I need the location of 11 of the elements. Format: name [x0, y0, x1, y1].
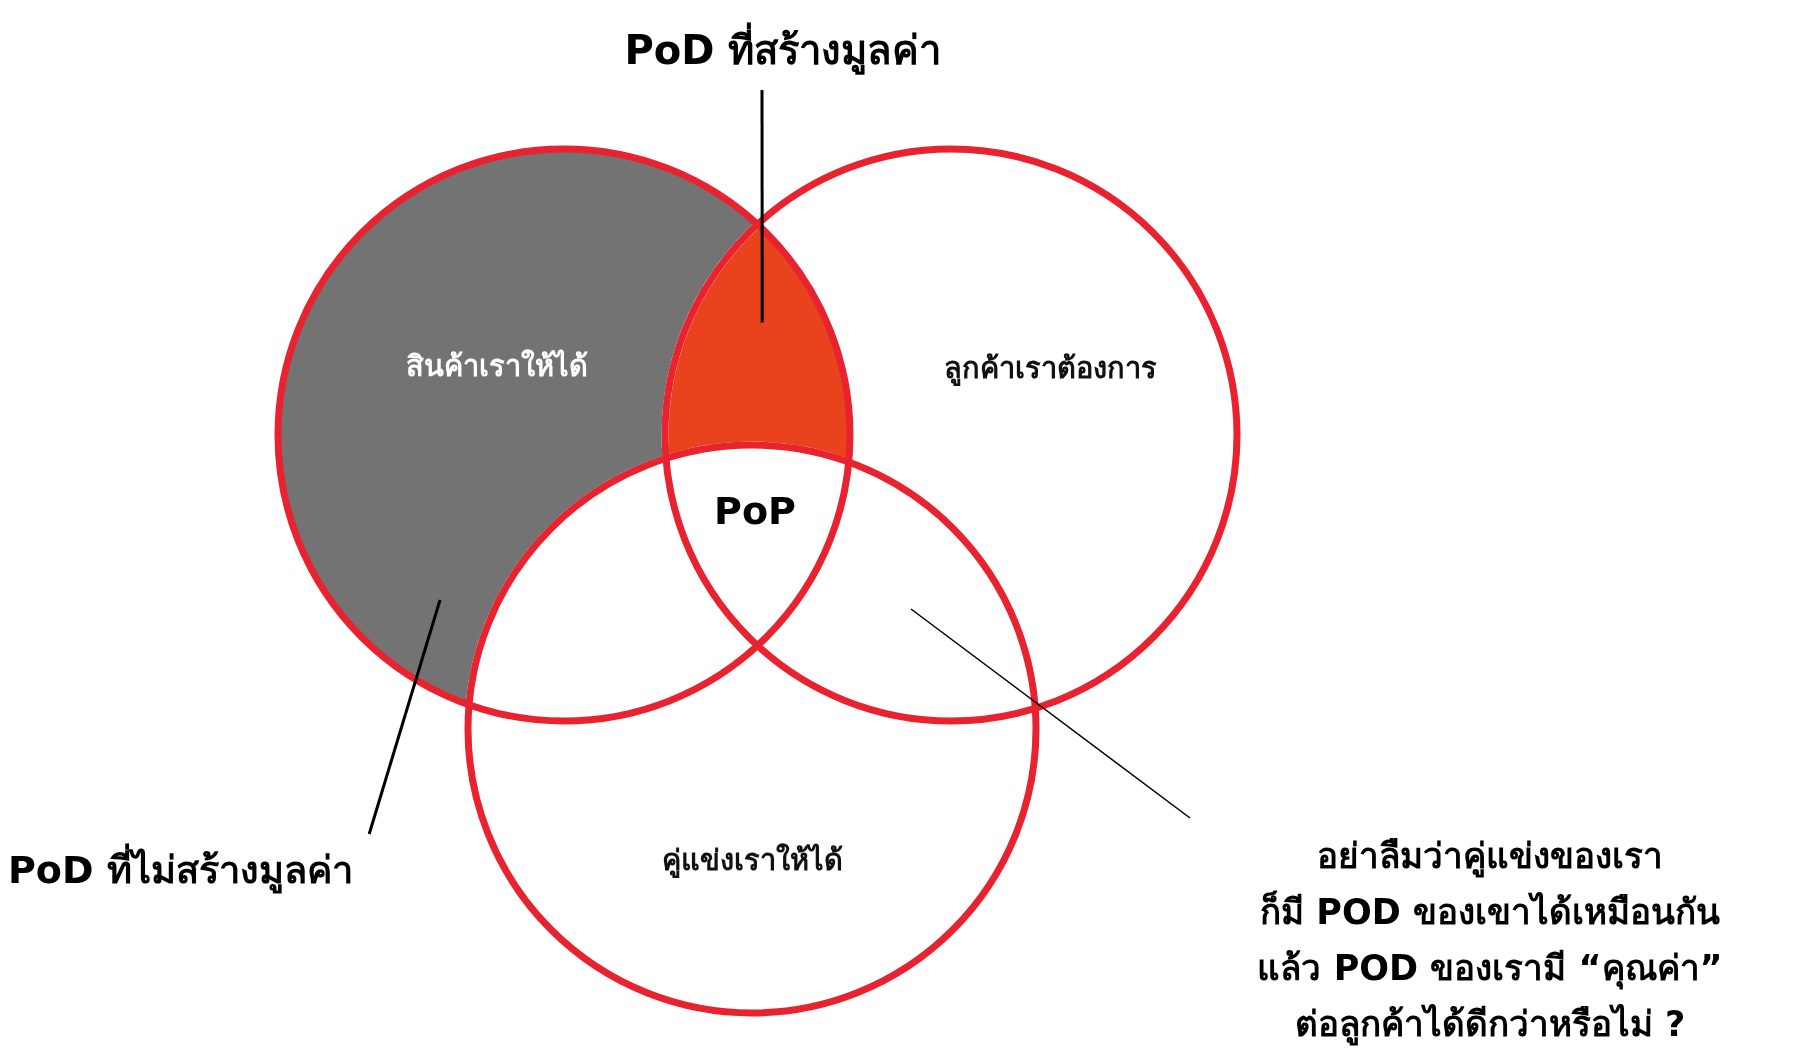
venn-circle — [463, 440, 1041, 1018]
leader-line — [367, 599, 442, 835]
circle-label: สินค้าเราให้ได้ — [405, 348, 589, 385]
circle-label: คู่แข่งเราให้ได้ — [660, 842, 844, 880]
region-label: PoP — [713, 488, 797, 535]
circle-label: ลูกค้าเราต้องการ — [942, 350, 1158, 388]
venn-circle — [660, 144, 1242, 726]
callout-text: PoD ที่ไม่สร้างมูลค่า — [8, 840, 428, 901]
venn-circle — [273, 144, 855, 726]
callout-text: PoD ที่สร้างมูลค่า — [583, 18, 983, 82]
callout-text: อย่าลืมว่าคู่แข่งของเรา ก็มี POD ของเขาได้เหมือนกัน แล้ว POD ของเรามี “คุณค่า” ต่อลูกค้าได้ดีกว่าหรือไม่ ? — [1190, 828, 1790, 1052]
